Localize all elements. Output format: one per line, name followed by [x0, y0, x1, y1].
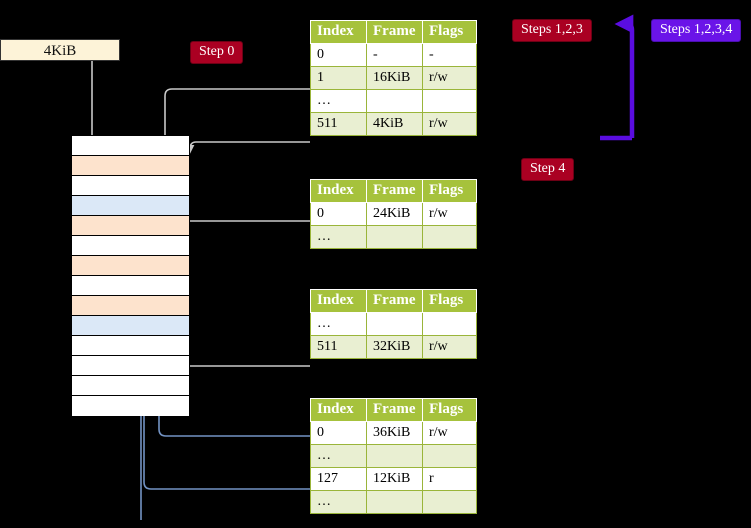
wire-steps-1234-bracket — [614, 14, 635, 138]
cell-index: … — [310, 225, 367, 249]
memory-frame-cell — [72, 276, 189, 296]
wire-l2-row511-to-memory — [173, 313, 310, 367]
cell-index: 0 — [310, 202, 367, 226]
cell-flags — [422, 490, 477, 514]
cell-flags: r/w — [422, 112, 477, 136]
cell-flags — [422, 312, 477, 336]
memory-frame-cell — [72, 396, 189, 416]
cell-index: … — [310, 490, 367, 514]
cell-index: 511 — [310, 112, 367, 136]
cell-index: … — [310, 89, 367, 113]
cell-frame — [366, 225, 423, 249]
memory-frame-cell — [72, 316, 189, 336]
cell-frame: 36KiB — [366, 421, 423, 445]
column-header-frame: Frame — [366, 179, 423, 203]
cell-index: 511 — [310, 335, 367, 359]
memory-frame-cell — [72, 356, 189, 376]
physical-memory-column — [71, 135, 190, 416]
wire-l1-row127-to-memory — [143, 416, 310, 490]
cell-index: 127 — [310, 467, 367, 491]
cell-index: 1 — [310, 66, 367, 90]
cell-frame: 12KiB — [366, 467, 423, 491]
memory-frame-cell — [72, 216, 189, 236]
table-row: … — [310, 444, 477, 468]
column-header-index: Index — [310, 289, 367, 313]
memory-frame-cell — [72, 376, 189, 396]
badge-step-4: Step 4 — [521, 158, 575, 181]
cell-frame — [366, 490, 423, 514]
cell-flags — [422, 444, 477, 468]
memory-frame-cell — [72, 196, 189, 216]
column-header-flags: Flags — [422, 398, 477, 422]
column-header-flags: Flags — [422, 20, 477, 44]
cell-frame: 32KiB — [366, 335, 423, 359]
cell-frame: 4KiB — [366, 112, 423, 136]
table-row: 0-- — [310, 43, 477, 67]
cell-flags — [422, 225, 477, 249]
cell-frame — [366, 444, 423, 468]
cell-frame — [366, 89, 423, 113]
cell-frame — [366, 312, 423, 336]
memory-frame-cell — [72, 236, 189, 256]
cell-index: 0 — [310, 421, 367, 445]
column-header-index: Index — [310, 179, 367, 203]
badge-step-0: Step 0 — [190, 41, 244, 64]
cell-frame: 16KiB — [366, 66, 423, 90]
table-row: … — [310, 225, 477, 249]
badge-steps-1234: Steps 1,2,3,4 — [651, 19, 742, 42]
table-row: … — [310, 89, 477, 113]
cell-frame: - — [366, 43, 423, 67]
page-size-box: 4KiB — [0, 39, 120, 61]
column-header-flags: Flags — [422, 179, 477, 203]
memory-frame-cell — [72, 156, 189, 176]
column-header-flags: Flags — [422, 289, 477, 313]
memory-frame-cell — [72, 336, 189, 356]
cell-flags: r/w — [422, 335, 477, 359]
cell-flags: r/w — [422, 421, 477, 445]
badge-steps-123: Steps 1,2,3 — [512, 19, 592, 42]
table-row: … — [310, 312, 477, 336]
wire-l4-row511-to-memory — [185, 141, 310, 154]
table-row: … — [310, 490, 477, 514]
cell-flags: r/w — [422, 202, 477, 226]
wire-l3-row0-to-memory — [173, 220, 310, 264]
column-header-index: Index — [310, 398, 367, 422]
column-header-frame: Frame — [366, 398, 423, 422]
memory-frame-cell — [72, 176, 189, 196]
cell-flags: r/w — [422, 66, 477, 90]
column-header-frame: Frame — [366, 289, 423, 313]
cell-flags: - — [422, 43, 477, 67]
cell-index: … — [310, 312, 367, 336]
memory-frame-cell — [72, 136, 189, 156]
cell-flags: r — [422, 467, 477, 491]
column-header-index: Index — [310, 20, 367, 44]
cell-frame: 24KiB — [366, 202, 423, 226]
memory-frame-cell — [72, 296, 189, 316]
memory-frame-cell — [72, 256, 189, 276]
cell-index: 0 — [310, 43, 367, 67]
cell-index: … — [310, 444, 367, 468]
column-header-frame: Frame — [366, 20, 423, 44]
cell-flags — [422, 89, 477, 113]
